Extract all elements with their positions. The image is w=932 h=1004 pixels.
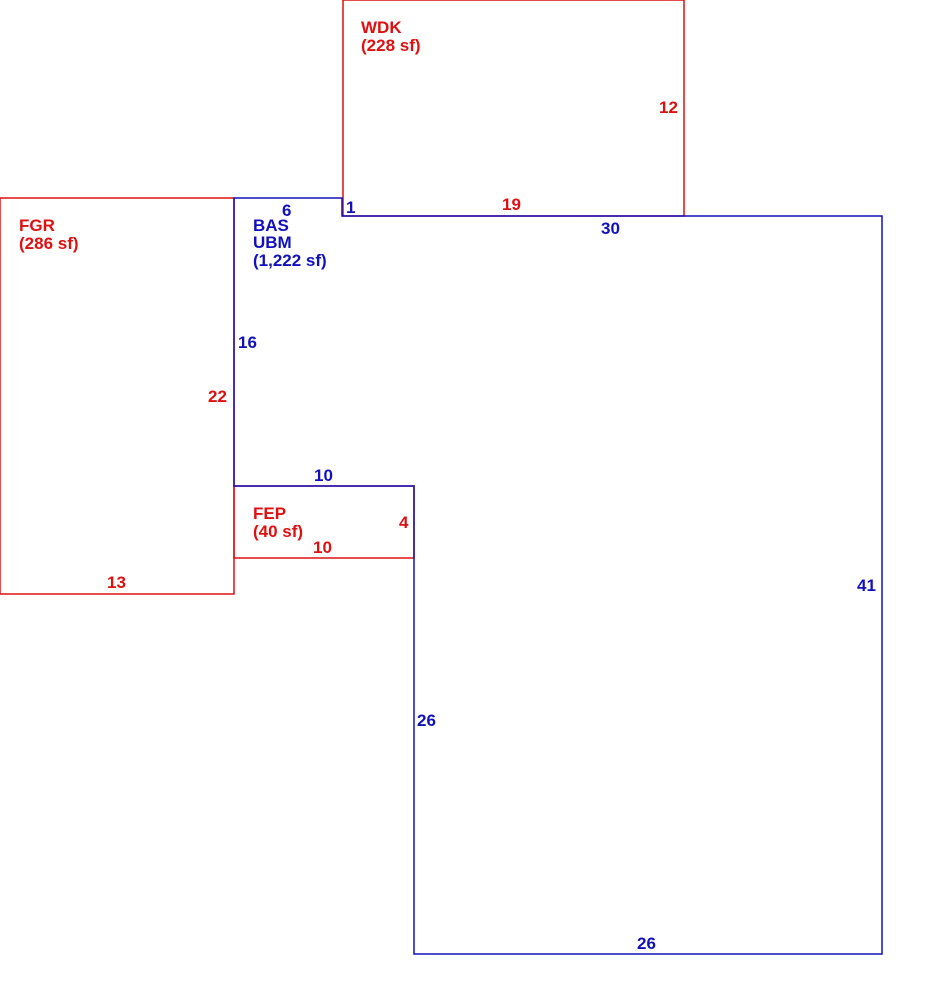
bas-code: BAS — [253, 216, 289, 235]
bas-dim-bottom: 26 — [637, 934, 656, 953]
bas-dim-lower-left: 26 — [417, 711, 436, 730]
bas-area: BAS UBM (1,222 sf) 6 1 30 16 10 41 26 26 — [233, 197, 883, 955]
fgr-outline — [0, 197, 235, 595]
fep-dim-bottom: 10 — [313, 538, 332, 557]
bas-dim-right: 41 — [857, 576, 876, 595]
wdk-code: WDK — [361, 18, 402, 37]
bas-dim-step: 1 — [346, 198, 355, 217]
bas-dim-top: 30 — [601, 219, 620, 238]
bas-dim-left: 16 — [238, 333, 257, 352]
fep-area: FEP (40 sf) 4 10 — [233, 485, 415, 559]
fgr-area-label: (286 sf) — [19, 234, 79, 253]
fep-code: FEP — [253, 504, 286, 523]
wdk-dim-bottom: 19 — [502, 195, 521, 214]
wdk-area: WDK (228 sf) 12 19 — [342, 0, 685, 217]
bas-area-label: (1,222 sf) — [253, 251, 327, 270]
fep-area-label: (40 sf) — [253, 522, 303, 541]
fgr-dim-bottom: 13 — [107, 573, 126, 592]
bas-dim-top-left: 6 — [282, 201, 291, 220]
wdk-dim-right: 12 — [659, 98, 678, 117]
bas-dim-notch-top: 10 — [314, 466, 333, 485]
wdk-area-label: (228 sf) — [361, 36, 421, 55]
fgr-code: FGR — [19, 216, 55, 235]
bas-outline — [233, 197, 883, 955]
bas-code-ubm: UBM — [253, 233, 292, 252]
fep-dim-right: 4 — [399, 513, 409, 532]
fgr-area: FGR (286 sf) 22 13 — [0, 197, 235, 595]
fgr-dim-right: 22 — [208, 387, 227, 406]
